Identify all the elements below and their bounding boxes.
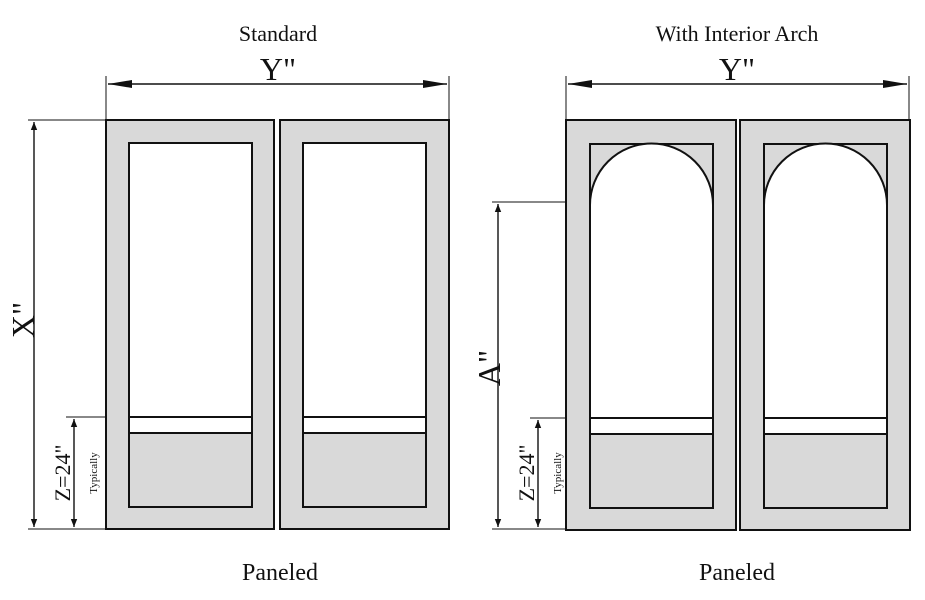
arch-height-label: A": [471, 350, 507, 386]
standard-right-panel: [302, 432, 427, 508]
arch-right-glass: [763, 142, 888, 419]
standard-right-glass: [302, 142, 427, 418]
arch-panel-dimension: Z=24" Typically: [514, 417, 590, 527]
standard-panel-height-label: Z=24": [50, 445, 75, 502]
standard-height-dimension: X": [5, 119, 106, 530]
arch-title: With Interior Arch: [656, 21, 819, 46]
arch-door-group: With Interior Arch Y" A" Z=24" Typically: [471, 21, 911, 586]
standard-left-glass: [128, 142, 253, 418]
arch-door-left-leaf: [565, 119, 737, 531]
arch-left-glass: [589, 142, 714, 419]
standard-width-dimension: Y": [105, 51, 450, 120]
standard-door-group: Standard Y" X" Z=24" Typically: [5, 21, 450, 586]
arch-width-dimension: Y": [565, 51, 910, 120]
standard-panel-dimension: Z=24" Typically: [50, 416, 128, 527]
arch-caption: Paneled: [699, 560, 775, 586]
standard-panel-note: Typically: [88, 452, 100, 494]
arch-panel-note: Typically: [552, 452, 564, 494]
arch-width-label: Y": [719, 51, 755, 87]
arch-door-right-leaf: [739, 119, 911, 531]
standard-title: Standard: [239, 21, 317, 46]
standard-height-label: X": [5, 302, 41, 338]
standard-caption: Paneled: [242, 560, 318, 586]
standard-width-label: Y": [260, 51, 296, 87]
arch-left-panel: [589, 433, 714, 509]
arch-panel-height-label: Z=24": [514, 445, 539, 502]
arch-right-panel: [763, 433, 888, 509]
standard-left-panel: [128, 432, 253, 508]
standard-door-right-leaf: [279, 119, 450, 530]
arch-height-dimension: A": [471, 201, 566, 530]
standard-door-left-leaf: [105, 119, 275, 530]
